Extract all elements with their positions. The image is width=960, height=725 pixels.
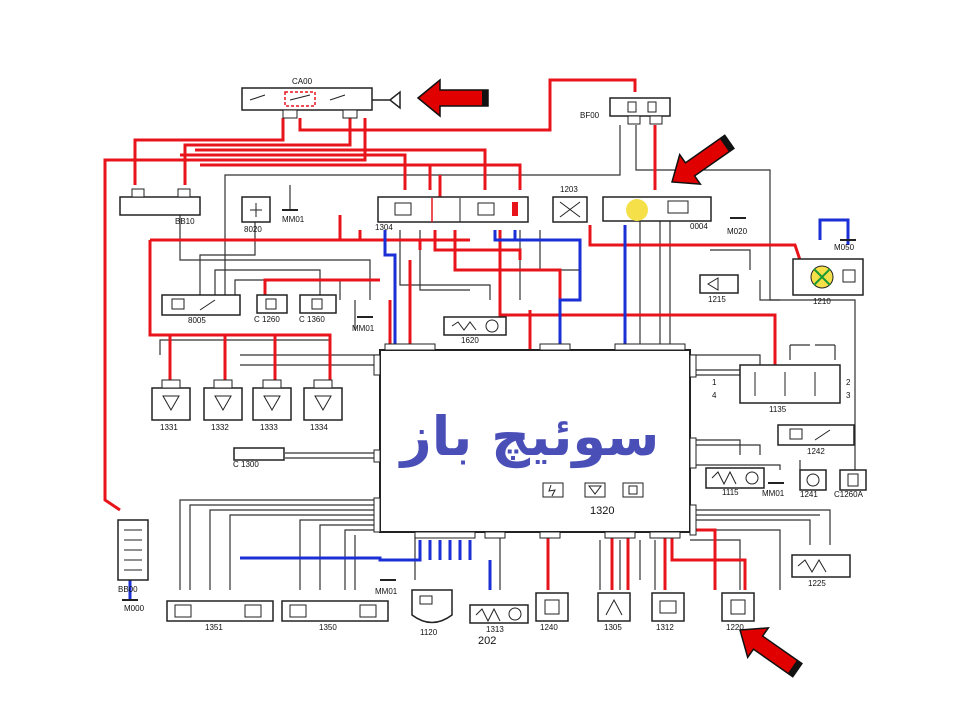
pin-1135-4: 4 [712,391,717,400]
component-0004: 0004 [602,196,712,231]
label-c1300: C 1300 [233,460,259,469]
arrow-icon-ca00 [416,78,489,118]
label-1242: 1242 [807,447,825,456]
sensor-1220: 1220 [721,592,755,632]
label-0004: 0004 [690,222,708,231]
label-c1260: C 1260 [254,315,280,324]
label-1334: 1334 [310,423,328,432]
connector-bb10: BB10 [119,188,201,226]
label-c1260a: C1260A [834,490,864,499]
sensor-1305: 1305 [597,592,631,632]
component-1312: 1312 [651,592,685,632]
label-1115: 1115 [722,488,739,497]
connector-c1360: C 1360 [299,294,337,324]
label-bb10: BB10 [175,217,195,226]
label-8005: 8005 [188,316,206,325]
component-8020: 8020 [241,196,271,234]
label-mm01-top: MM01 [282,215,305,224]
relay-1242: 1242 [777,424,855,456]
label-1332: 1332 [211,423,229,432]
sensor-1313: 1313 [469,604,529,634]
label-1351: 1351 [205,623,223,632]
label-1320: 1320 [590,505,614,517]
component-1215: 1215 [699,274,739,304]
label-1304: 1304 [375,223,393,232]
blue-wires [128,218,850,600]
label-m000: M000 [124,604,145,613]
ground-m020: M020 [727,217,748,236]
label-1350: 1350 [319,623,337,632]
label-mm01-right: MM01 [762,489,785,498]
label-mm01-bottom: MM01 [375,587,398,596]
injector-1331: 1331 [151,379,191,432]
label-1135: 1135 [769,405,787,414]
label-m020: M020 [727,227,748,236]
label-1120: 1120 [420,628,438,637]
arrow-icon-bf00 [671,134,735,185]
label-1305: 1305 [604,623,622,632]
ground-mm01-bottom: MM01 [375,579,398,596]
injector-1332: 1332 [203,379,243,432]
label-m050: M050 [834,243,855,252]
ground-mm01-right: MM01 [762,482,785,498]
label-1225: 1225 [808,579,826,588]
ground-m050: M050 [834,239,856,252]
sensor-1620: 1620 [443,316,507,345]
label-bb00: BB00 [118,585,138,594]
label-1240: 1240 [540,623,558,632]
dark-wires [159,125,856,590]
label-1220: 1220 [726,623,744,632]
component-1203: 1203 [552,185,588,223]
module-1351: 1351 [166,600,274,632]
label-1215: 1215 [708,295,726,304]
label-202: 202 [478,635,496,647]
relay-1304: 1304 [375,196,529,232]
ecu-1320: سوئیچ باز 1320 [373,343,697,539]
highlight-title: سوئیچ باز [398,405,660,468]
label-1313: 1313 [486,625,504,634]
switch-8005: 8005 [161,294,241,325]
label-1333: 1333 [260,423,278,432]
label-1620: 1620 [461,336,479,345]
connector-c1300: C 1300 [233,447,285,469]
connector-c1260: C 1260 [254,294,288,324]
label-mm01-mid: MM01 [352,324,375,333]
label-1241: 1241 [800,490,818,499]
pin-1135-1: 1 [712,378,717,387]
module-1350: 1350 [281,600,389,632]
module-1135: 1135 1 4 2 3 [712,364,851,414]
connector-ca00: CA00 [241,77,401,119]
sensor-1225: 1225 [791,554,851,588]
ground-mm01-mid: MM01 [352,316,375,333]
lamp-1210: 1210 [792,258,864,306]
label-1312: 1312 [656,623,674,632]
label-1331: 1331 [160,423,178,432]
label-ca00: CA00 [292,77,313,86]
pin-1135-2: 2 [846,378,851,387]
sensor-1115: 1115 [705,467,765,497]
arrow-icon-1220 [739,627,803,678]
highlight-dot [626,199,648,221]
red-wires [103,78,802,590]
connector-c1260a: C1260A [834,469,867,499]
battery-bb00: BB00 M000 [117,519,149,613]
label-bf00: BF00 [580,111,600,120]
injector-1333: 1333 [252,379,292,432]
label-1203: 1203 [560,185,578,194]
sensor-1120: 1120 [411,589,453,637]
ground-mm01-top: MM01 [282,209,305,224]
motor-1241: 1241 [799,469,827,499]
label-1210: 1210 [813,297,831,306]
sensor-1240: 1240 [535,592,569,632]
label-8020: 8020 [244,225,262,234]
fusebox-bf00: BF00 [580,97,671,125]
injector-1334: 1334 [303,379,343,432]
pin-1135-3: 3 [846,391,851,400]
label-c1360: C 1360 [299,315,325,324]
